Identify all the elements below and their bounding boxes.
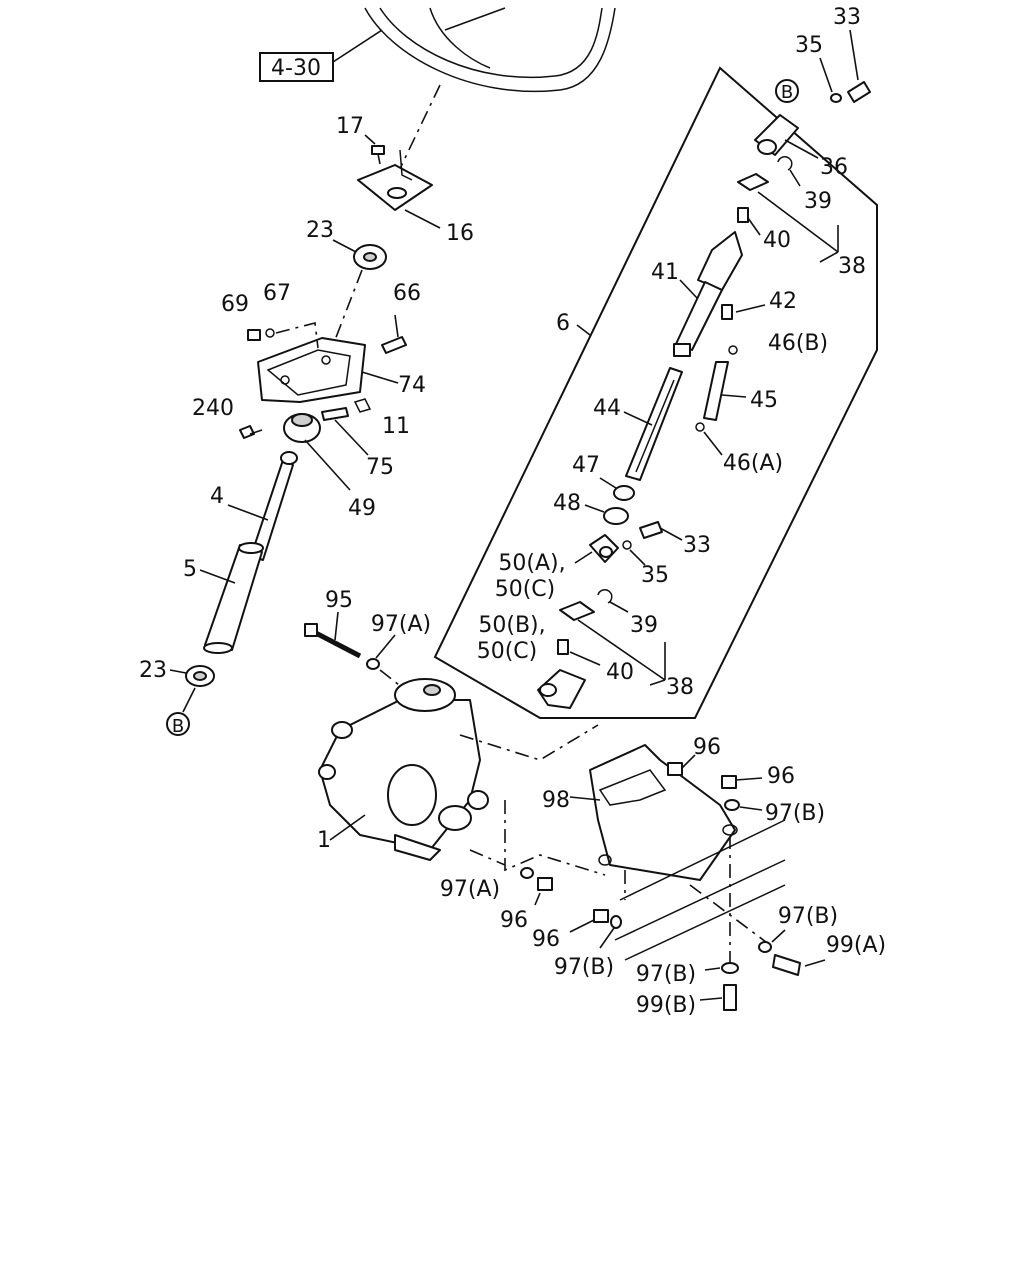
label-39-mid: 39 bbox=[630, 613, 658, 638]
label-39-top: 39 bbox=[804, 189, 832, 214]
label-240: 240 bbox=[192, 396, 234, 421]
label-b-top: B bbox=[781, 82, 793, 103]
label-47: 47 bbox=[572, 453, 600, 478]
label-36: 36 bbox=[820, 155, 848, 180]
label-97b-3: 97(B) bbox=[554, 955, 614, 980]
label-74: 74 bbox=[398, 373, 426, 398]
label-16: 16 bbox=[446, 221, 474, 246]
label-96-d: 96 bbox=[532, 927, 560, 952]
label-50a: 50(A), bbox=[498, 551, 565, 576]
part-labels: 17 16 23 69 67 66 74 240 11 75 49 4 5 23… bbox=[139, 5, 886, 1018]
label-44: 44 bbox=[593, 396, 621, 421]
label-40-mid: 40 bbox=[606, 660, 634, 685]
label-99b: 99(B) bbox=[636, 993, 696, 1018]
label-50b: 50(B), bbox=[478, 613, 545, 638]
label-50c-2: 50(C) bbox=[477, 639, 538, 664]
label-23-bottom: 23 bbox=[139, 658, 167, 683]
label-46b: 46(B) bbox=[768, 331, 828, 356]
upper-column-parts bbox=[166, 134, 441, 736]
label-49: 49 bbox=[348, 496, 376, 521]
label-75: 75 bbox=[366, 455, 394, 480]
steering-wheel bbox=[364, 7, 616, 201]
label-1: 1 bbox=[317, 828, 331, 853]
label-4: 4 bbox=[210, 484, 224, 509]
label-96-b: 96 bbox=[767, 764, 795, 789]
label-50c-1: 50(C) bbox=[495, 577, 556, 602]
reference-box: 4-30 bbox=[259, 29, 383, 82]
label-41: 41 bbox=[651, 260, 679, 285]
label-33-mid: 33 bbox=[683, 533, 711, 558]
label-40-top: 40 bbox=[763, 228, 791, 253]
label-33-top: 33 bbox=[833, 5, 861, 30]
ref-box-label: 4-30 bbox=[271, 56, 321, 81]
label-11: 11 bbox=[382, 414, 410, 439]
label-97b-4: 97(B) bbox=[636, 962, 696, 987]
label-48: 48 bbox=[553, 491, 581, 516]
intermediate-shaft-group bbox=[433, 29, 878, 719]
label-69: 69 bbox=[221, 292, 249, 317]
steering-gear-assembly bbox=[304, 611, 826, 1011]
label-97a-top: 97(A) bbox=[371, 612, 431, 637]
label-96-a: 96 bbox=[693, 735, 721, 760]
label-66: 66 bbox=[393, 281, 421, 306]
label-67: 67 bbox=[263, 281, 291, 306]
label-99a: 99(A) bbox=[826, 933, 886, 958]
label-5: 5 bbox=[183, 557, 197, 582]
label-b-bottom: B bbox=[172, 716, 184, 737]
label-38-mid: 38 bbox=[666, 675, 694, 700]
label-96-c: 96 bbox=[500, 908, 528, 933]
label-42: 42 bbox=[769, 289, 797, 314]
label-38-top: 38 bbox=[838, 254, 866, 279]
label-97a-bottom: 97(A) bbox=[440, 877, 500, 902]
label-45: 45 bbox=[750, 388, 778, 413]
label-46a: 46(A) bbox=[723, 451, 783, 476]
label-6: 6 bbox=[556, 311, 570, 336]
label-23-top: 23 bbox=[306, 218, 334, 243]
label-95: 95 bbox=[325, 588, 353, 613]
label-97b-2: 97(B) bbox=[778, 904, 838, 929]
label-35-mid: 35 bbox=[641, 563, 669, 588]
label-35-top: 35 bbox=[795, 33, 823, 58]
label-97b-1: 97(B) bbox=[765, 801, 825, 826]
label-98: 98 bbox=[542, 788, 570, 813]
label-17: 17 bbox=[336, 114, 364, 139]
